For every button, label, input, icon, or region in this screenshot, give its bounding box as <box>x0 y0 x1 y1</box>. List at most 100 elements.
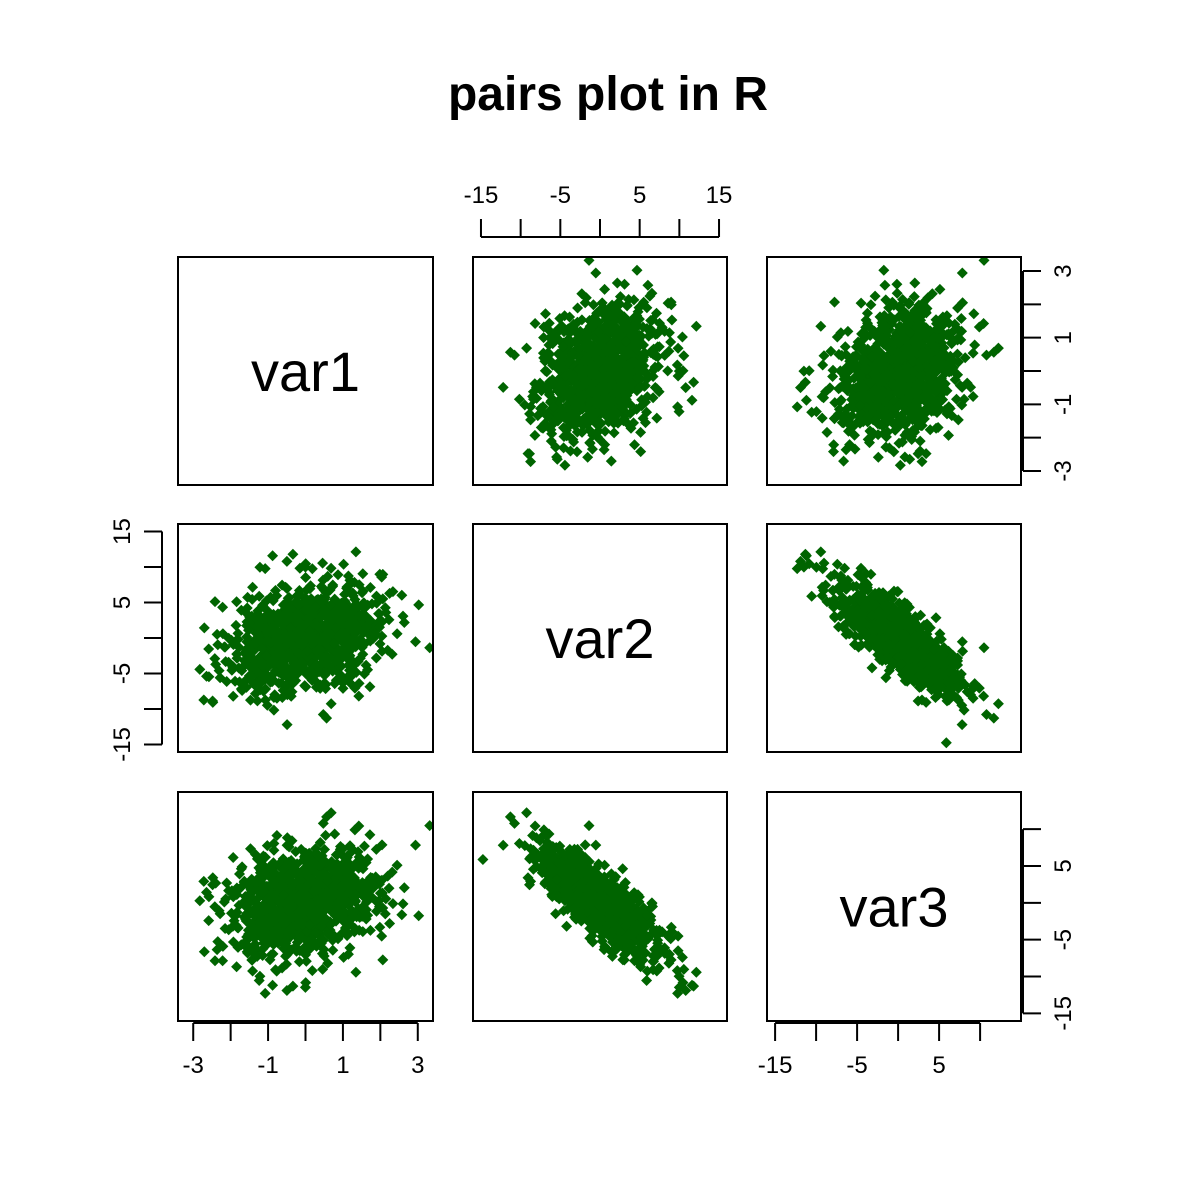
scatter-point <box>309 878 321 890</box>
scatter-point <box>380 893 392 905</box>
scatter-point <box>614 298 626 310</box>
scatter-point <box>227 852 239 863</box>
scatter-point <box>910 310 922 322</box>
scatter-point <box>568 318 580 330</box>
scatter-point <box>293 648 305 660</box>
scatter-point <box>635 426 647 438</box>
scatter-point <box>879 623 891 635</box>
scatter-point <box>965 381 977 393</box>
scatter-point <box>525 414 537 426</box>
scatter-point <box>825 345 837 357</box>
scatter-point <box>317 963 329 975</box>
scatter-point <box>895 321 907 333</box>
scatter-point <box>537 401 549 413</box>
scatter-point <box>275 869 287 881</box>
scatter-point <box>896 351 907 363</box>
scatter-point <box>258 885 269 897</box>
scatter-point <box>838 373 850 385</box>
scatter-point <box>217 955 229 967</box>
scatter-point <box>282 649 294 661</box>
scatter-point <box>910 334 922 345</box>
scatter-point <box>605 455 617 467</box>
scatter-point <box>580 355 592 367</box>
panel-frame <box>766 523 1022 753</box>
scatter-point <box>344 842 356 853</box>
scatter-point <box>364 924 376 936</box>
scatter-point <box>940 737 952 749</box>
scatter-point <box>642 279 654 291</box>
scatter-point <box>820 579 832 591</box>
scatter-point <box>931 332 943 344</box>
scatter-point <box>677 365 689 377</box>
scatter-point <box>956 719 968 731</box>
scatter-point <box>958 393 970 405</box>
scatter-point <box>666 314 678 326</box>
scatter-point <box>901 426 913 438</box>
scatter-point <box>678 350 690 362</box>
scatter-point <box>374 638 386 650</box>
scatter-point <box>619 317 631 329</box>
scatter-point <box>254 561 266 573</box>
scatter-point <box>504 346 516 358</box>
scatter-point <box>238 680 250 692</box>
scatter-point <box>958 704 970 716</box>
scatter-point <box>924 336 936 348</box>
scatter-point <box>350 857 362 869</box>
scatter-point <box>930 692 941 703</box>
scatter-point <box>588 340 599 352</box>
scatter-point <box>358 668 370 680</box>
panel-frame <box>472 256 728 486</box>
scatter-point <box>952 369 964 381</box>
scatter-point <box>569 410 581 422</box>
scatter-point <box>361 881 373 892</box>
scatter-point <box>941 496 952 507</box>
scatter-point <box>969 339 981 351</box>
scatter-point <box>872 417 884 429</box>
scatter-point <box>937 645 949 657</box>
scatter-point <box>396 909 408 921</box>
scatter-point <box>824 596 836 608</box>
scatter-point <box>262 634 273 646</box>
panel-var1-vs-var3 <box>766 256 1022 507</box>
scatter-point <box>646 287 658 299</box>
scatter-point <box>799 376 811 388</box>
scatter-point <box>352 656 364 667</box>
scatter-point <box>547 359 559 371</box>
scatter-point <box>857 416 869 428</box>
scatter-point <box>350 546 362 558</box>
scatter-point <box>285 876 297 888</box>
scatter-point <box>350 966 362 978</box>
scatter-point <box>300 558 312 570</box>
scatter-point <box>850 353 861 364</box>
scatter-point <box>337 643 349 655</box>
scatter-point <box>581 332 593 344</box>
scatter-point <box>947 326 959 338</box>
scatter-point <box>280 581 292 593</box>
scatter-point <box>937 311 949 323</box>
scatter-point <box>357 568 369 580</box>
scatter-point <box>332 868 344 880</box>
scatter-point <box>296 620 308 632</box>
scatter-point <box>951 348 963 360</box>
scatter-point <box>240 644 252 656</box>
scatter-point <box>295 843 307 855</box>
scatter-point <box>357 648 369 660</box>
scatter-point <box>603 416 615 428</box>
scatter-point <box>281 958 292 970</box>
scatter-point <box>240 901 252 913</box>
scatter-point <box>601 344 613 356</box>
scatter-point <box>587 378 599 390</box>
scatter-point <box>880 654 892 666</box>
scatter-point <box>391 628 403 640</box>
scatter-point <box>333 609 345 621</box>
scatter-point <box>610 322 622 333</box>
scatter-point <box>254 635 266 646</box>
scatter-point <box>896 658 907 670</box>
panel-frame <box>177 791 434 1022</box>
scatter-point <box>304 919 315 931</box>
scatter-point <box>631 343 643 355</box>
scatter-point <box>287 980 299 992</box>
scatter-point <box>607 368 619 380</box>
scatter-point <box>230 619 242 631</box>
